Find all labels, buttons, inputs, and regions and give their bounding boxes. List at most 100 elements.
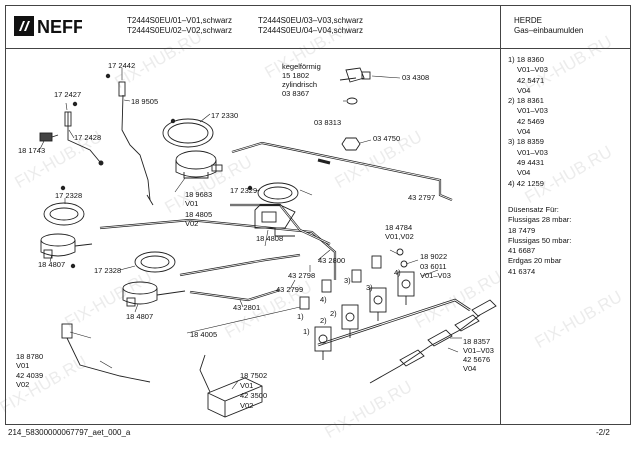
burner-ring-small-right — [134, 251, 176, 273]
page-number: -2/2 — [596, 428, 610, 437]
hex-nut-038313 — [346, 97, 358, 105]
callout: 4) — [320, 295, 327, 304]
part-label: V01–V03 — [420, 271, 451, 280]
part-label: 42 3500 — [240, 391, 268, 400]
part-label: V02 — [240, 401, 254, 410]
part-label: 18 1743 — [18, 146, 46, 155]
callout: 1) — [297, 312, 304, 321]
part-label: 43 2800 — [318, 256, 346, 265]
part-label: 18 7502 — [240, 371, 268, 380]
part-label: 17 2328 — [55, 191, 83, 200]
igniter-clip-4 — [471, 299, 497, 317]
legend-row: V04 — [517, 85, 531, 95]
legend-row: 4) 42 1259 — [508, 178, 544, 188]
category-title: HERDE — [514, 16, 543, 25]
legend-row: V04 — [517, 127, 531, 137]
burner-cup-large — [175, 150, 223, 179]
nozzle-title: Düsensatz Für: — [508, 205, 559, 214]
legend-row: V04 — [517, 168, 531, 178]
hex-nut-034750 — [341, 137, 361, 151]
part-label: kegelförmig — [282, 62, 321, 71]
version-legend: 1) 18 8360 V01–V03 42 5471 V04 2) 18 836… — [508, 55, 548, 189]
page-frame — [5, 5, 631, 425]
part-label: 43 2801 — [233, 303, 261, 312]
part-label: 18 4808 — [256, 234, 284, 243]
screw — [60, 73, 253, 269]
part-label: 03 8313 — [314, 118, 342, 127]
part-label: V04 — [463, 364, 477, 373]
burner-cup-small-left — [40, 233, 93, 259]
document-code: 214_58300000067797_aet_000_a — [8, 428, 131, 437]
callout: 3) — [366, 283, 373, 292]
burner-cup-small-right — [122, 281, 186, 307]
model-line: T2444S0EU/02–V02,schwarz — [127, 26, 232, 35]
part-label: 18 4784 — [385, 223, 413, 232]
ignition-plug — [64, 111, 72, 127]
part-label: zylindrisch — [282, 80, 318, 89]
part-label: V01,V02 — [385, 232, 414, 241]
part-label: 42 5676 — [463, 355, 491, 364]
part-label: 18 4807 — [126, 312, 154, 321]
callout: 2) — [320, 316, 327, 325]
gas-valve-1 — [314, 326, 332, 360]
callout: 4) — [394, 268, 401, 277]
burner-ring-medium — [257, 182, 299, 204]
part-label: 43 2798 — [288, 271, 316, 280]
igniter-clip-3 — [454, 314, 480, 332]
thermocouple-tip — [118, 81, 126, 97]
mains-plug — [61, 323, 151, 383]
legend-divider — [500, 5, 501, 425]
part-label: 18 8780 — [16, 352, 44, 361]
part-label: 43 2799 — [276, 285, 304, 294]
nozzle-set-legend: Düsensatz Für: Flussigas 28 mbar: 18 747… — [508, 205, 572, 276]
part-label: 03 6011 — [420, 262, 447, 271]
legend-row: 1) 18 8360 — [508, 55, 544, 64]
part-label: V01 — [240, 381, 254, 390]
model-line: T2444S0EU/04–V04,schwarz — [258, 26, 363, 35]
part-label: 18 9683 — [185, 190, 213, 199]
part-label: 03 4750 — [373, 134, 401, 143]
burner-cup-medium — [254, 204, 296, 237]
part-label: 17 2329 — [230, 186, 258, 195]
model-line: T2444S0EU/03–V03,schwarz — [258, 16, 363, 25]
spark-generator — [207, 377, 263, 418]
brand-logo: NEFF — [14, 16, 82, 37]
igniter-clip-2 — [427, 329, 453, 347]
legend-row: 2) 18 8361 — [508, 96, 544, 106]
generator-lead — [199, 354, 211, 393]
burner-ring-small-left — [43, 202, 85, 226]
part-label: 18 4807 — [38, 260, 66, 269]
pipe-connector-elbow — [339, 67, 371, 83]
gas-valve-4 — [397, 271, 415, 305]
igniter-clip-1 — [399, 349, 425, 367]
model-line: T2444S0EU/01–V01,schwarz — [127, 16, 232, 25]
part-label: V01 — [185, 199, 199, 208]
part-label: 03 4308 — [402, 73, 430, 82]
header-divider — [5, 48, 631, 49]
part-label: 18 9022 — [420, 252, 448, 261]
legend-row: 3) 18 8359 — [508, 137, 544, 147]
part-label: 42 4039 — [16, 371, 44, 380]
leader-line — [39, 68, 462, 390]
part-label: 18 8357 — [463, 337, 491, 346]
legend-row: V01–V03 — [517, 147, 548, 157]
gas-valve-2 — [341, 304, 359, 338]
part-label: V01–V03 — [463, 346, 494, 355]
part-label: 17 2428 — [74, 133, 102, 142]
gas-pipe — [231, 141, 453, 202]
part-label: V02 — [185, 219, 199, 228]
category-subtitle: Gas–einbaumulden — [514, 26, 584, 35]
part-label: 17 2330 — [211, 111, 239, 120]
legend-row: V01–V03 — [517, 65, 548, 75]
gas-valve-3 — [369, 287, 387, 321]
ignition-harness — [369, 314, 481, 384]
part-label: 03 8367 — [282, 89, 310, 98]
electrode-clip — [39, 132, 59, 142]
legend-row: 42 5471 — [517, 75, 545, 85]
callout: 1) — [303, 327, 310, 336]
callout: 3) — [344, 276, 351, 285]
legend-row: 49 4431 — [517, 157, 545, 167]
part-label: 18 4805 — [185, 210, 213, 219]
